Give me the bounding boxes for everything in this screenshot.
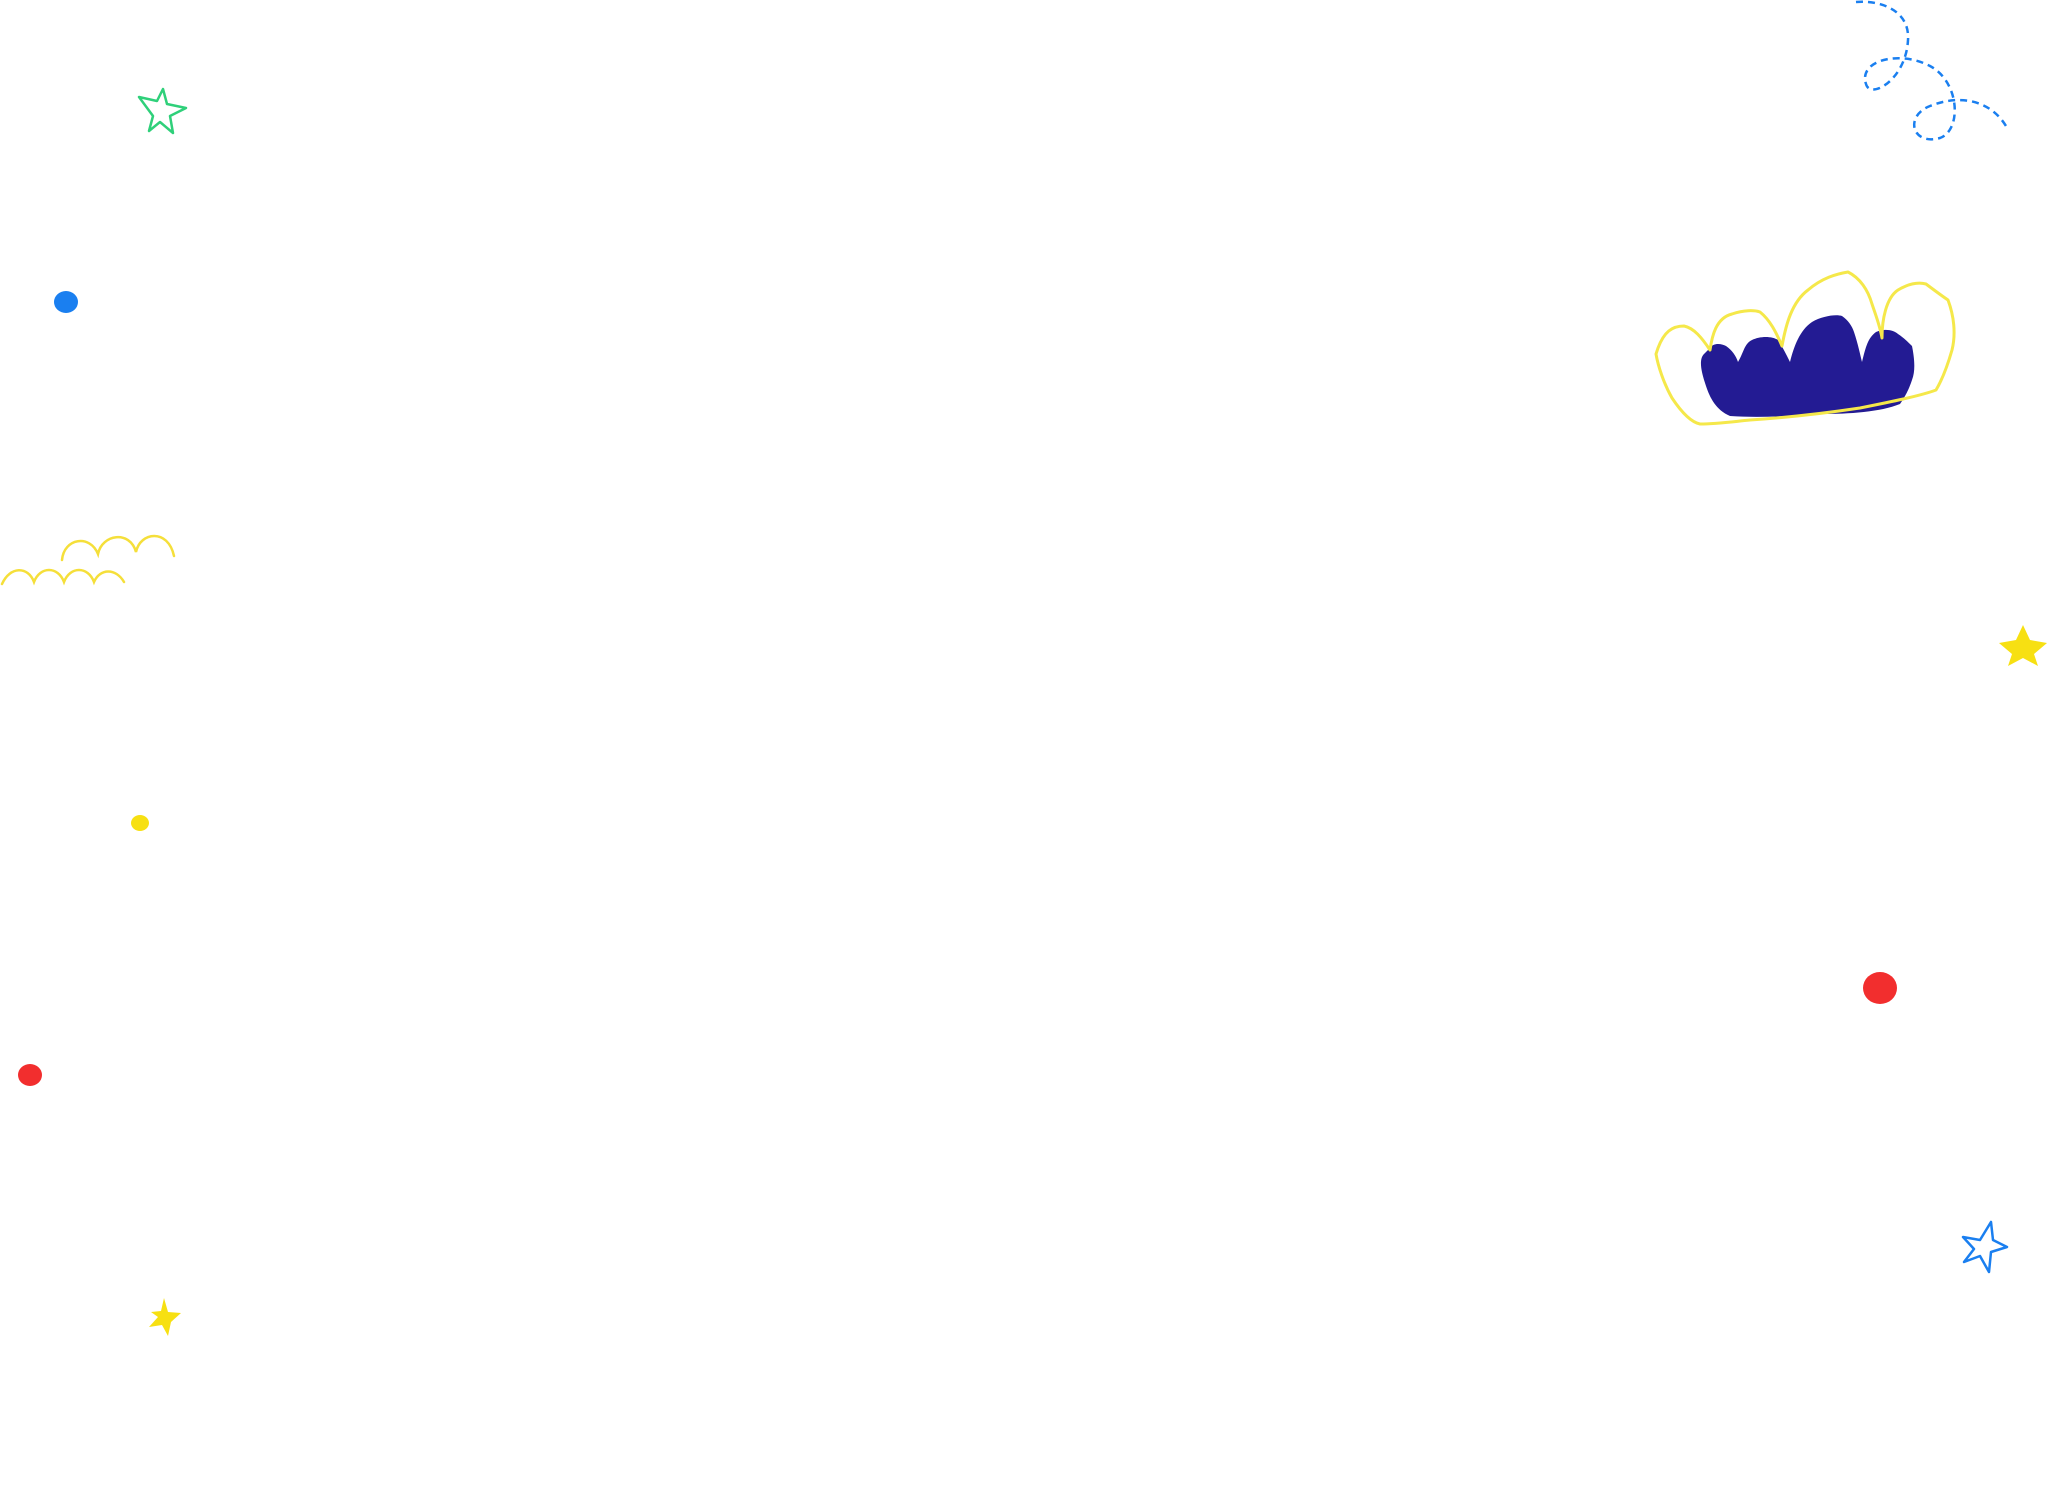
yellow-star-right-icon [1999, 625, 2047, 666]
yellow-dot [131, 815, 149, 831]
green-outline-star-icon [137, 87, 188, 135]
blue-dashed-loop-doodle [1855, 0, 2008, 141]
blue-outline-star-icon [1961, 1220, 2009, 1274]
yellow-cloud-outline [1654, 270, 1956, 426]
yellow-small-star-icon [149, 1298, 181, 1336]
blue-dot [54, 291, 78, 313]
navy-cloud-shape [1700, 315, 1915, 417]
red-dot-left [18, 1064, 42, 1086]
red-dot-right [1863, 972, 1897, 1004]
yellow-scallop-doodle [0, 534, 176, 586]
